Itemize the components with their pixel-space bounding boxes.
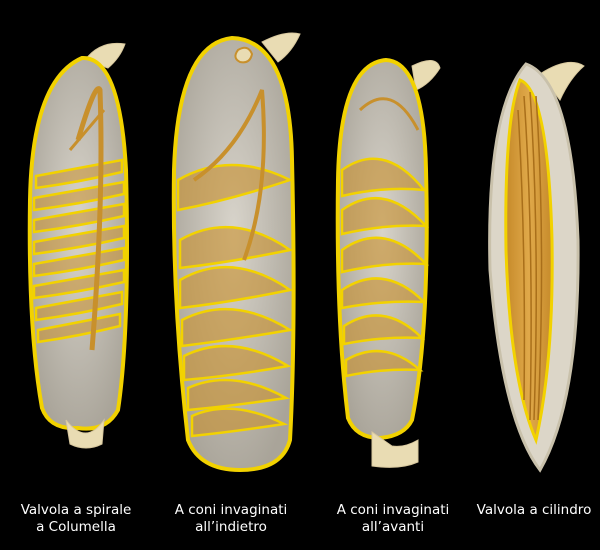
- cylinder-valve-illustration: [488, 61, 585, 473]
- caption-line: Valvola a cilindro: [476, 502, 592, 518]
- caption-line: all’avanti: [361, 519, 425, 535]
- caption-cylinder-valve: Valvola a cilindro: [470, 502, 598, 519]
- caption-line: all’indietro: [195, 519, 267, 535]
- caption-spiral-valve: Valvola a spirale a Columella: [12, 502, 140, 536]
- backward-cones-illustration: [171, 32, 301, 473]
- caption-line: Valvola a spirale: [20, 502, 132, 518]
- caption-forward-cones: A coni invaginati all’avanti: [324, 502, 462, 536]
- spiral-valve-illustration: [27, 42, 129, 449]
- caption-line: A coni invaginati: [336, 502, 450, 518]
- caption-backward-cones: A coni invaginati all’indietro: [162, 502, 300, 536]
- caption-line: A coni invaginati: [174, 502, 288, 518]
- caption-line: a Columella: [36, 519, 116, 535]
- forward-cones-illustration: [335, 57, 441, 468]
